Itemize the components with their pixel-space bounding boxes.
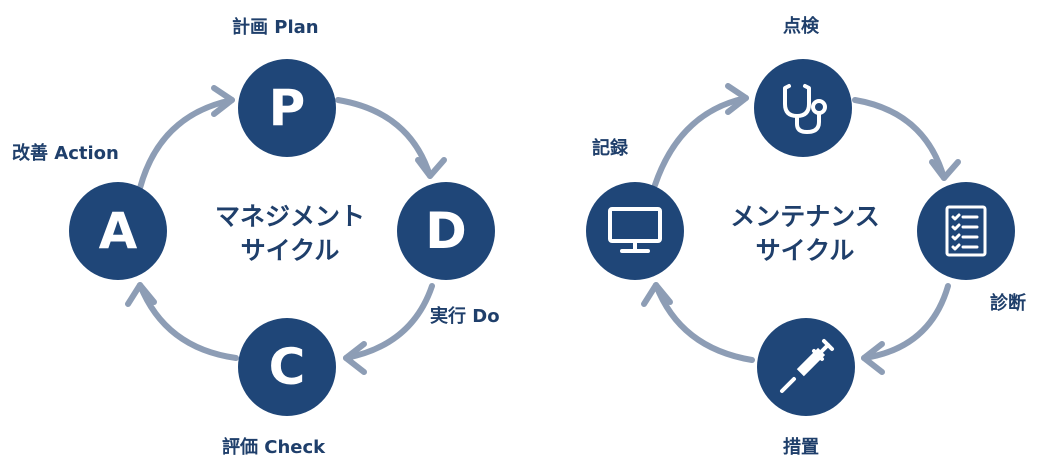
do-label: 実行 Do (430, 306, 500, 327)
arrowhead-record-to-inspection (725, 83, 749, 115)
stethoscope-icon (783, 84, 827, 134)
maintenance-cycle-title: メンテナンス サイクル (705, 200, 905, 268)
arrow-check-to-action (137, 282, 239, 361)
treatment-node (757, 318, 855, 416)
syringe-icon (780, 339, 834, 393)
do-letter: D (425, 202, 467, 260)
check-node: C (238, 318, 336, 416)
arrow-do-to-check (343, 283, 435, 361)
plan-node: P (238, 59, 336, 157)
diagnosis-label: 診断 (990, 293, 1026, 314)
inspection-label: 点検 (783, 16, 819, 37)
arrowhead-inspection-to-diagnosis (929, 159, 961, 181)
action-node: A (69, 182, 167, 280)
check-letter: C (268, 338, 306, 396)
maintenance-title-line2: サイクル (755, 236, 855, 265)
check-label: 評価 Check (222, 437, 326, 458)
management-cycle-title: マネジメント サイクル (190, 200, 390, 268)
arrowhead-check-to-action (125, 282, 157, 307)
record-node (586, 182, 684, 280)
arrow-plan-to-do (335, 97, 433, 179)
arrow-treatment-to-record (653, 282, 755, 363)
action-letter: A (98, 202, 138, 260)
arrowhead-treatment-to-record (641, 282, 673, 307)
monitor-icon (608, 207, 662, 253)
arrowhead-diagnosis-to-treatment (861, 341, 885, 375)
inspection-node (754, 59, 852, 157)
record-label: 記録 (592, 138, 628, 159)
arrow-inspection-to-diagnosis (852, 97, 947, 181)
checklist-icon (945, 205, 987, 257)
arrowhead-do-to-check (343, 341, 367, 375)
management-title-line2: サイクル (240, 236, 340, 265)
do-node: D (397, 182, 495, 280)
arrowhead-plan-to-do (415, 157, 447, 179)
action-label: 改善 Action (12, 143, 119, 164)
arrowhead-action-to-plan (211, 85, 235, 117)
plan-label: 計画 Plan (232, 17, 319, 38)
arrow-record-to-inspection (652, 95, 749, 188)
plan-letter: P (268, 79, 306, 137)
treatment-label: 措置 (783, 437, 819, 458)
maintenance-title-line1: メンテナンス (730, 202, 880, 231)
management-title-line1: マネジメント (214, 202, 365, 231)
arrow-diagnosis-to-treatment (861, 283, 951, 361)
diagnosis-node (917, 182, 1015, 280)
arrow-action-to-plan (137, 97, 235, 191)
